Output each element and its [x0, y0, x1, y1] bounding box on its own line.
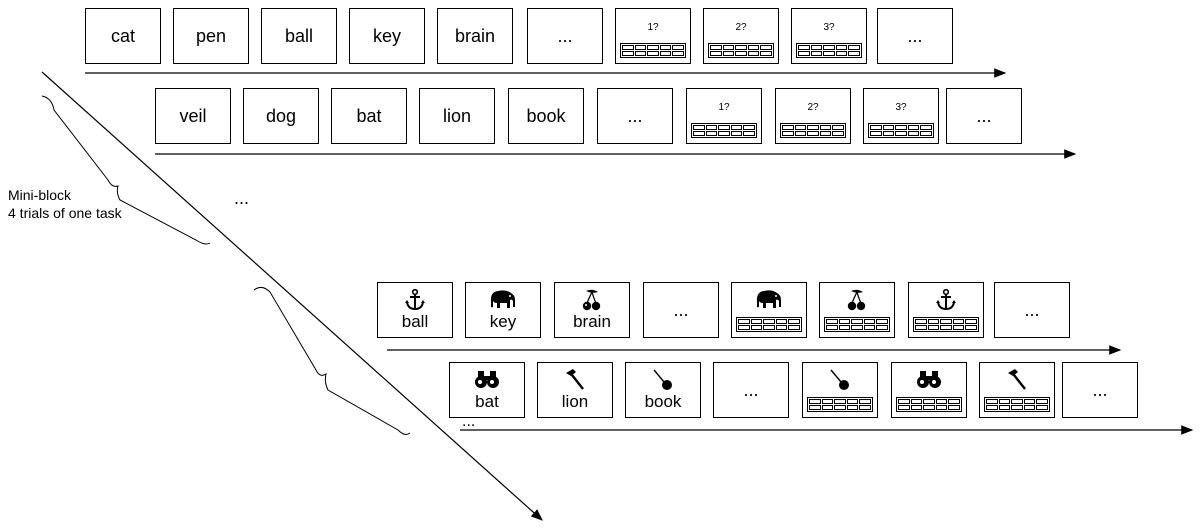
word-label: veil — [179, 105, 207, 126]
pair-word: bat — [475, 392, 499, 411]
response-grid — [736, 317, 802, 332]
ellipsis-label: ... — [976, 105, 992, 126]
anchor-icon — [405, 288, 425, 311]
word-screen: pen — [173, 8, 249, 64]
recall-probe-screen: 2? — [703, 8, 779, 64]
word-label: book — [526, 105, 566, 126]
word-label: dog — [265, 105, 297, 126]
blocks-diagonal-arrow — [41, 71, 543, 521]
probe-question: 3? — [895, 102, 907, 113]
word-label: pen — [195, 25, 227, 46]
word-screen: brain — [437, 8, 513, 64]
anchor-icon — [936, 288, 956, 311]
ellipsis-label: ... — [1092, 379, 1108, 400]
cherries-icon — [582, 289, 601, 311]
recognition-probe-screen — [979, 362, 1055, 418]
response-grid — [691, 123, 757, 138]
word-screen: cat — [85, 8, 161, 64]
pair-word: key — [489, 312, 517, 331]
word-label: key — [372, 25, 401, 46]
ellipsis-screen: ... — [527, 8, 603, 64]
ellipsis-screen: ... — [713, 362, 789, 418]
pair-screen: lion — [537, 362, 613, 418]
racket-icon — [653, 369, 672, 390]
response-grid — [807, 397, 873, 412]
ellipsis-screen: ... — [643, 282, 719, 338]
recall-probe-screen: 2? — [775, 88, 851, 144]
word-label: bat — [356, 105, 382, 126]
response-grid — [868, 123, 934, 138]
pair-screen: bat — [449, 362, 525, 418]
between-blocks-ellipsis: ... — [234, 188, 250, 208]
pair-screen: ball — [377, 282, 453, 338]
racket-icon — [830, 369, 849, 390]
pair-screen: brain — [554, 282, 630, 338]
response-grid — [913, 317, 979, 332]
recall-probe-screen: 3? — [863, 88, 939, 144]
elephant-icon — [756, 290, 781, 308]
recall-probe-screen: 1? — [686, 88, 762, 144]
probe-question: 1? — [718, 102, 730, 113]
pair-screen: book — [625, 362, 701, 418]
response-grid — [984, 397, 1050, 412]
recognition-probe-screen — [891, 362, 967, 418]
hammer-icon — [566, 369, 584, 390]
word-label: cat — [110, 25, 135, 46]
recognition-probe-screen — [819, 282, 895, 338]
recognition-probe-screen — [731, 282, 807, 338]
ellipsis-label: ... — [1024, 299, 1040, 320]
response-grid — [620, 43, 686, 58]
pair-word: lion — [561, 392, 589, 411]
end-ellipsis-screen: ... — [994, 282, 1070, 338]
word-screen: key — [349, 8, 425, 64]
mini-block-brace-2 — [253, 286, 411, 435]
end-ellipsis-screen: ... — [946, 88, 1022, 144]
probe-question: 1? — [647, 22, 659, 33]
ellipsis-label: ... — [743, 379, 759, 400]
ellipsis-label: ... — [673, 299, 689, 320]
binoculars-icon — [475, 371, 499, 388]
response-grid — [896, 397, 962, 412]
ellipsis-screen: ... — [597, 88, 673, 144]
probe-question: 2? — [735, 22, 747, 33]
word-label: brain — [454, 25, 496, 46]
word-screen: dog — [243, 88, 319, 144]
elephant-icon — [490, 290, 515, 308]
mini-block-description: 4 trials of one task — [8, 205, 122, 221]
mini-block-label: Mini-block — [8, 187, 72, 203]
word-screen: bat — [331, 88, 407, 144]
recognition-probe-screen — [802, 362, 878, 418]
word-screen: book — [508, 88, 584, 144]
word-screen: lion — [419, 88, 495, 144]
cherries-icon — [847, 289, 866, 311]
response-grid — [708, 43, 774, 58]
ellipsis-label: ... — [557, 25, 573, 46]
binoculars-icon — [917, 371, 941, 388]
response-grid — [796, 43, 862, 58]
pair-screen: key — [465, 282, 541, 338]
recognition-probe-screen — [908, 282, 984, 338]
word-label: lion — [442, 105, 472, 126]
word-screen: veil — [155, 88, 231, 144]
ellipsis-label: ... — [907, 25, 923, 46]
pair-word: ball — [401, 312, 429, 331]
mini-block-brace-1 — [41, 95, 211, 245]
probe-question: 2? — [807, 102, 819, 113]
ellipsis-label: ... — [627, 105, 643, 126]
end-ellipsis-screen: ... — [1062, 362, 1138, 418]
recall-probe-screen: 3? — [791, 8, 867, 64]
probe-question: 3? — [823, 22, 835, 33]
response-grid — [780, 123, 846, 138]
pair-word: brain — [573, 312, 611, 331]
response-grid — [824, 317, 890, 332]
recall-probe-screen: 1? — [615, 8, 691, 64]
word-label: ball — [284, 25, 314, 46]
word-screen: ball — [261, 8, 337, 64]
end-ellipsis-screen: ... — [877, 8, 953, 64]
hammer-icon — [1008, 369, 1026, 390]
pair-word: book — [644, 392, 682, 411]
